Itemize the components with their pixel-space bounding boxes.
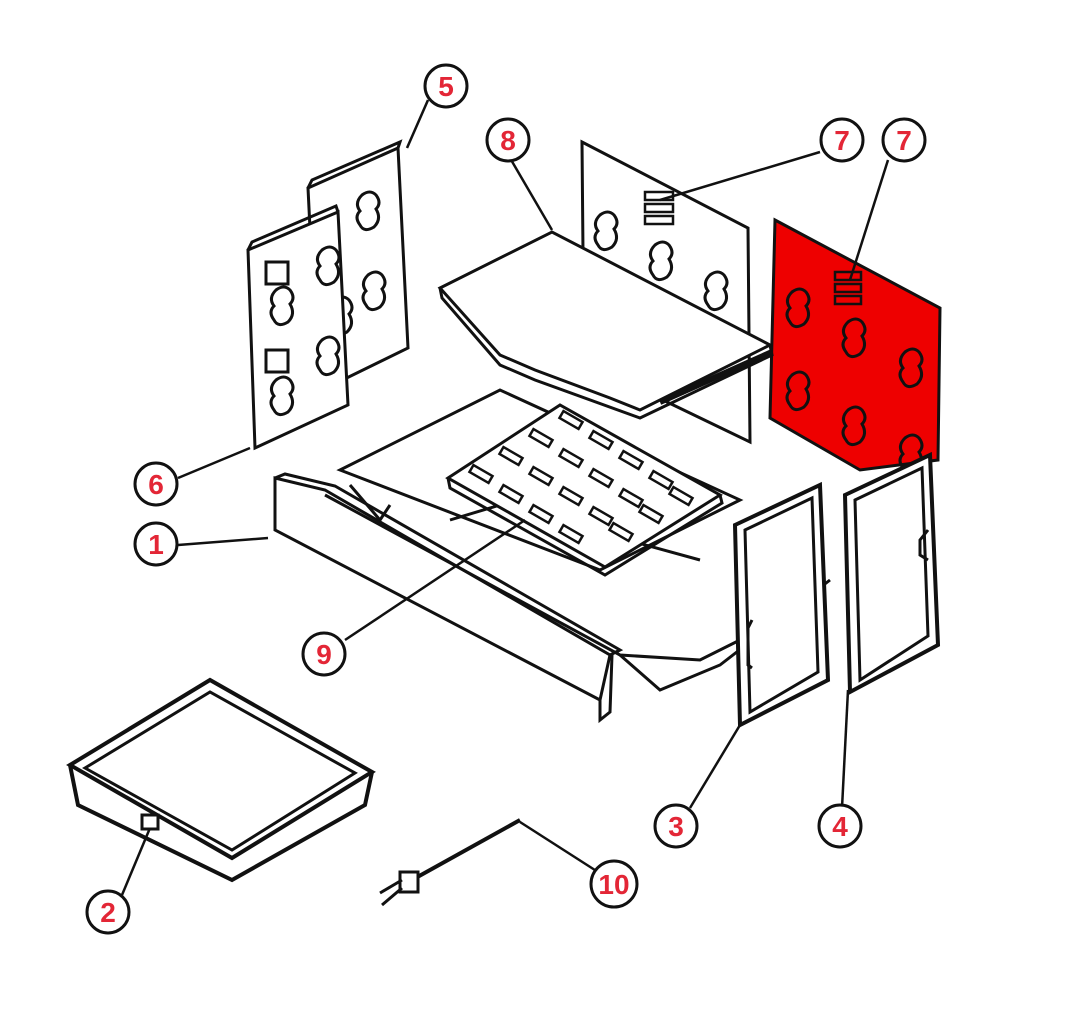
callout-6-text: 6 [148,469,164,500]
callout-9-text: 9 [316,639,332,670]
callout-9: 9 [301,631,347,677]
callout-7-right: 7 [881,117,927,163]
callout-8: 8 [485,117,531,163]
callout-3-text: 3 [668,811,684,842]
callout-2: 2 [85,889,131,935]
part-8-baffle-plate [437,230,774,420]
callout-10: 10 [589,859,639,909]
part-4-side-frame [842,451,941,696]
part-6-side-panel [246,203,350,451]
callout-1-text: 1 [148,529,164,560]
part-2-ash-pan [66,677,376,883]
callout-8-text: 8 [500,125,516,156]
callout-6: 6 [133,461,179,507]
callout-1: 1 [133,521,179,567]
part-9-grate [445,403,724,577]
callout-5: 5 [423,63,469,109]
callout-10-text: 10 [598,869,629,900]
part-3-side-frame [732,481,831,729]
callout-2-text: 2 [100,897,116,928]
part-7-highlighted-back-panel [768,217,942,475]
leader-lines [120,99,890,896]
callout-7-left-text: 7 [834,125,850,156]
callout-5-text: 5 [438,71,454,102]
callout-4-text: 4 [832,811,848,842]
callout-4: 4 [817,803,863,849]
callout-3: 3 [653,803,699,849]
part-10-poker-tool [379,818,521,907]
callout-7-left: 7 [819,117,865,163]
callout-7-right-text: 7 [896,125,912,156]
